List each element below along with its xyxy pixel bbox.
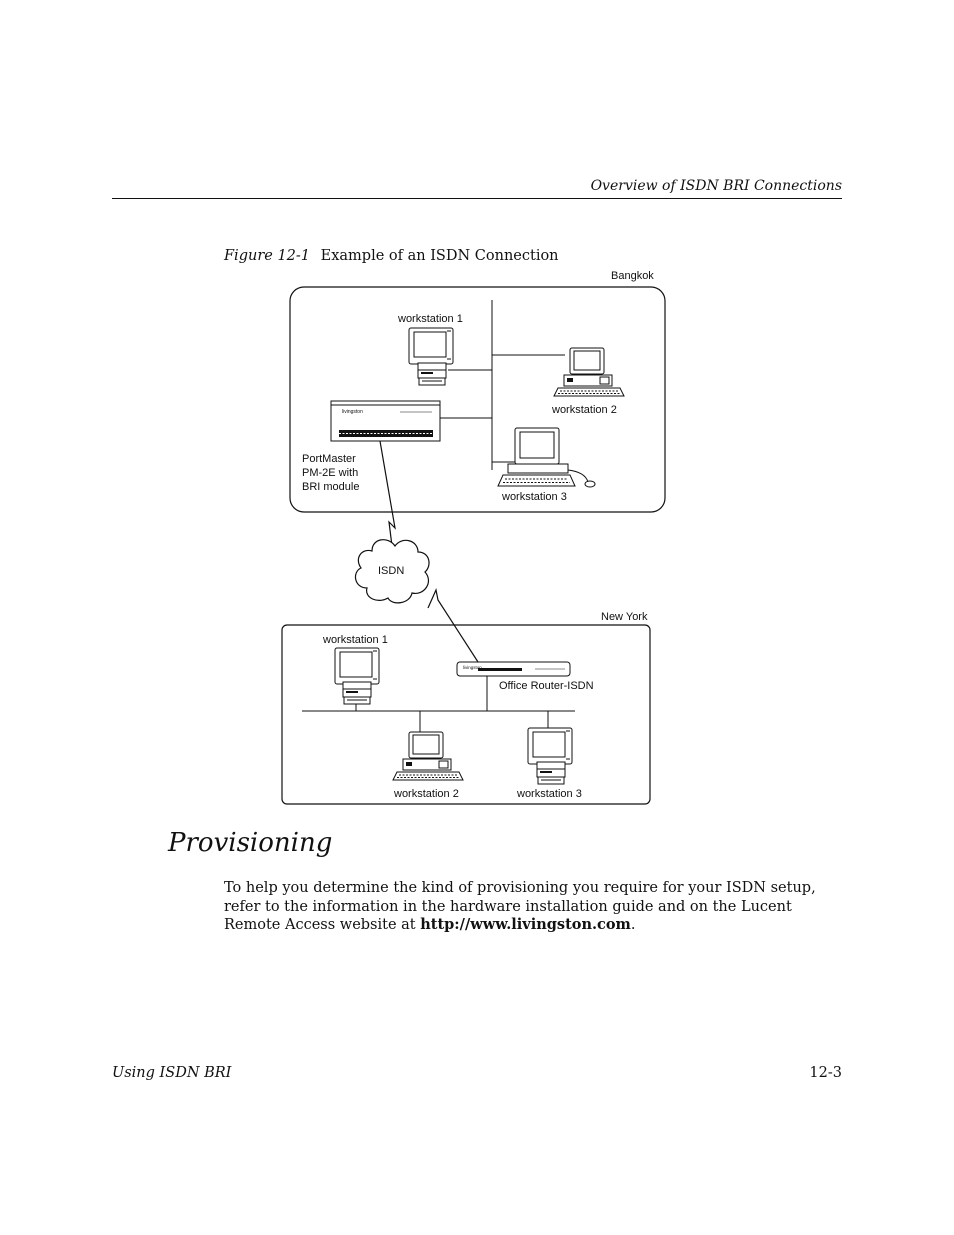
newyork-workstation-3-label: workstation 3 <box>516 788 582 800</box>
portmaster-isdn-link <box>379 440 396 547</box>
bangkok-site-box <box>289 286 666 513</box>
figure-number: Figure 12-1 <box>224 248 311 264</box>
paragraph-text: To help you determine the kind of provis… <box>224 880 816 933</box>
newyork-workstation-3-icon <box>527 727 573 785</box>
office-router-label: Office Router-ISDN <box>499 680 594 692</box>
bangkok-workstation-2-label: workstation 2 <box>551 404 617 416</box>
bangkok-label: Bangkok <box>611 270 654 282</box>
website-link[interactable]: http://www.livingston.com <box>420 916 631 933</box>
svg-text:livingston: livingston <box>342 409 363 415</box>
newyork-workstation-1-label: workstation 1 <box>322 634 388 646</box>
page-number: 12-3 <box>809 1065 842 1081</box>
body-paragraph: To help you determine the kind of provis… <box>224 879 842 935</box>
paragraph-end: . <box>630 917 636 933</box>
figure-title: Example of an ISDN Connection <box>320 248 559 264</box>
portmaster-label-line3: BRI module <box>302 481 359 493</box>
portmaster-label-line2: PM-2E with <box>302 467 358 479</box>
bangkok-workstation-3-icon <box>497 427 596 488</box>
portmaster-device-icon: livingston <box>330 400 441 442</box>
bangkok-workstation-1-icon <box>408 327 454 386</box>
newyork-site-box <box>281 624 651 805</box>
isdn-router-link <box>427 588 479 663</box>
section-heading: Provisioning <box>168 828 333 858</box>
bangkok-workstation-3-label: workstation 3 <box>501 491 567 503</box>
bangkok-workstation-1-label: workstation 1 <box>397 313 463 325</box>
figure-caption: Figure 12-1 Example of an ISDN Connectio… <box>224 248 559 264</box>
isdn-cloud-icon <box>354 539 430 604</box>
newyork-workstation-1-icon <box>334 647 380 705</box>
newyork-label: New York <box>601 611 648 623</box>
svg-text:livingston: livingston <box>463 665 482 670</box>
newyork-workstation-2-icon <box>392 731 464 781</box>
isdn-label: ISDN <box>378 565 404 577</box>
footer-chapter-title: Using ISDN BRI <box>112 1065 232 1081</box>
newyork-workstation-2-label: workstation 2 <box>393 788 459 800</box>
office-router-icon: livingston <box>456 661 571 677</box>
running-header: Overview of ISDN BRI Connections <box>590 178 842 194</box>
portmaster-label-line1: PortMaster <box>302 453 356 465</box>
header-rule <box>112 198 842 199</box>
